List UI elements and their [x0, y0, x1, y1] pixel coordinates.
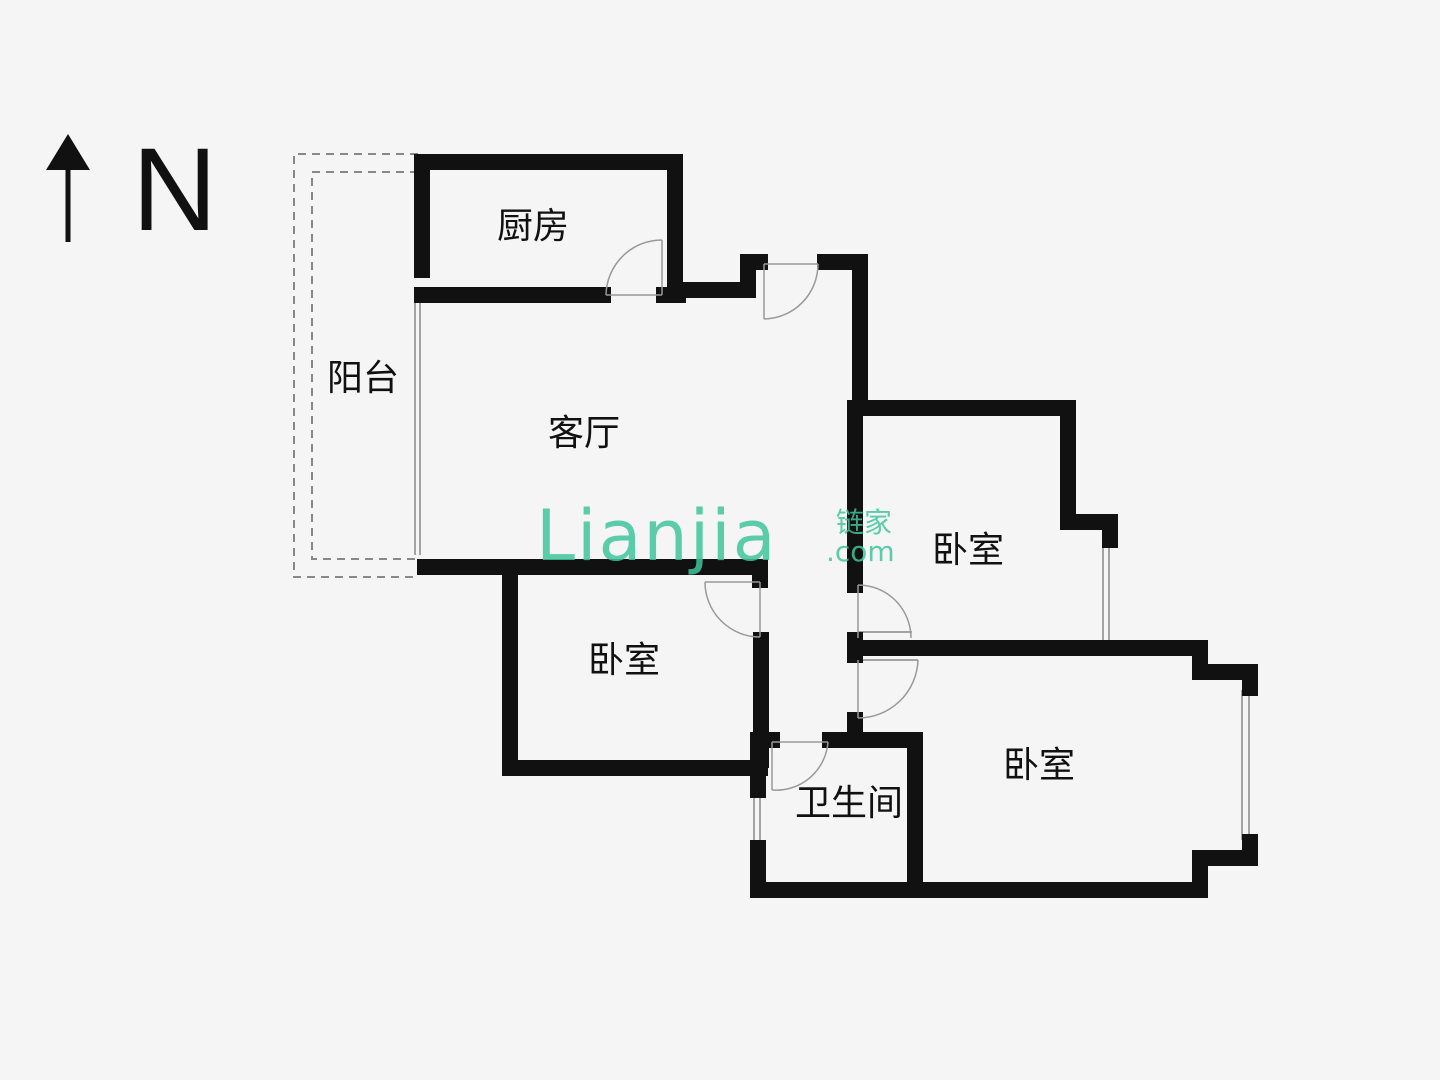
watermark-brand: Lianjia [536, 495, 778, 577]
compass: N [46, 124, 217, 256]
bathroom-label: 卫生间 [795, 783, 903, 824]
balcony-outline [293, 153, 418, 578]
walls [414, 154, 1258, 898]
kitchen-label: 厨房 [497, 206, 569, 247]
southeast-bedroom-door [857, 659, 919, 719]
compass-north-letter: N [132, 124, 217, 256]
bedroom-west-label: 卧室 [588, 640, 660, 681]
bedroom-east-label: 卧室 [932, 530, 1004, 571]
room-labels: 厨房 阳台 客厅 卧室 卧室 卧室 卫生间 [327, 206, 1075, 824]
east-bedroom-door [857, 584, 912, 639]
bathroom-door [771, 741, 829, 791]
kitchen-door [605, 239, 663, 296]
west-bedroom-door [704, 581, 761, 638]
entrance-door [763, 263, 819, 320]
doors [605, 239, 919, 791]
watermark-brand-cn: 链家 [836, 506, 892, 539]
lianjia-watermark: Lianjia 链家 .com [536, 495, 895, 577]
balcony-label: 阳台 [327, 358, 399, 399]
watermark-domain: .com [826, 535, 895, 568]
living-room-label: 客厅 [548, 413, 620, 454]
bedroom-southeast-label: 卧室 [1003, 745, 1075, 786]
north-arrow-icon [46, 134, 90, 242]
